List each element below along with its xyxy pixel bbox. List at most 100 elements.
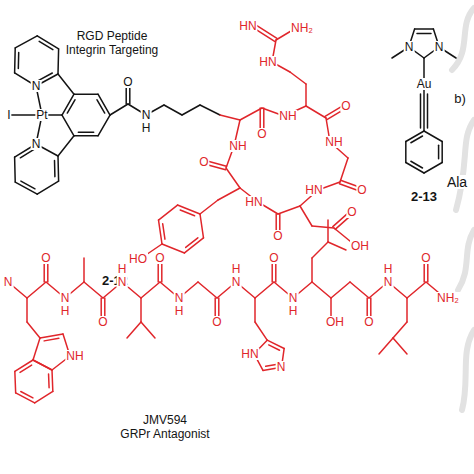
atom-label: NH₂ (436, 292, 460, 304)
atom-label: O (211, 316, 222, 328)
bond (58, 74, 74, 94)
bond (39, 41, 53, 49)
atom-label: O (420, 252, 431, 264)
bond (379, 338, 393, 354)
bond (159, 220, 162, 244)
bond (33, 360, 52, 370)
bond (200, 200, 218, 214)
bond (220, 115, 240, 120)
bond (20, 149, 34, 157)
bond (290, 72, 306, 84)
bond (312, 282, 331, 298)
atom-label: O (356, 184, 367, 196)
bond (21, 181, 35, 189)
bond (411, 136, 423, 143)
bond (427, 94, 429, 128)
bond (305, 84, 307, 106)
atom-label: H (60, 305, 71, 317)
bond (110, 104, 128, 115)
atom-label: O (363, 316, 374, 328)
caption: JMV594 (142, 414, 188, 426)
bond (51, 370, 53, 391)
atom-label: N (174, 292, 185, 304)
bond (393, 322, 407, 338)
atom-label: H (231, 263, 242, 275)
panel-label: b) (453, 92, 467, 105)
bond (18, 52, 20, 68)
atom-label: O (40, 252, 51, 264)
bond (407, 282, 426, 298)
bond (423, 84, 425, 131)
bond (54, 161, 56, 177)
atom-label: H (174, 305, 185, 317)
atom-label: OH (350, 240, 370, 252)
atom-label: NH (228, 140, 247, 152)
bond (127, 322, 141, 338)
atom-label: NH (324, 136, 343, 148)
bond (182, 105, 200, 115)
atom-label: HN (238, 20, 257, 32)
atom-label: N (288, 292, 299, 304)
bond (37, 36, 58, 49)
bond (27, 322, 40, 338)
atom-label: O (122, 76, 133, 88)
atom-label: N (434, 41, 445, 53)
bond (98, 94, 110, 115)
bond (48, 374, 50, 388)
bond (141, 322, 155, 338)
atom-label: HN (244, 196, 263, 208)
bond (14, 371, 16, 392)
bond (269, 345, 280, 350)
bond (83, 258, 85, 282)
atom-label: HN (304, 184, 323, 196)
bond (417, 33, 431, 35)
bond (415, 28, 434, 30)
atom-label: O (198, 156, 209, 168)
bond (411, 161, 423, 168)
bond (74, 135, 98, 137)
bond (164, 105, 182, 115)
ribbon (452, 8, 474, 70)
ribbon (462, 330, 474, 410)
bond (27, 282, 46, 298)
bond (14, 48, 16, 73)
bond (74, 93, 98, 95)
caption: GRPr Antagonist (119, 428, 210, 440)
atom-label: N (141, 109, 152, 121)
bond (62, 115, 74, 136)
bonds (8, 24, 456, 402)
atom-label: O (268, 252, 279, 264)
bond (240, 108, 262, 120)
atom-label: H (141, 122, 152, 134)
bond (14, 157, 16, 182)
bond (26, 298, 28, 322)
compound-number: 2-13 (410, 190, 438, 203)
atom-label: HN (258, 56, 277, 68)
atom-label: N (60, 292, 71, 304)
atom-label: O (346, 206, 357, 218)
bond (328, 242, 346, 250)
bond (21, 392, 33, 398)
bond (255, 322, 267, 340)
bond (311, 258, 313, 282)
bond (405, 142, 407, 163)
bond (37, 181, 58, 194)
atom-label: NH (278, 110, 297, 122)
bond (306, 106, 326, 118)
bond (255, 282, 274, 298)
bond (200, 105, 220, 115)
bond (300, 206, 312, 226)
bond (278, 206, 300, 214)
bond (67, 100, 75, 113)
bond (15, 36, 37, 48)
bond (57, 156, 59, 181)
bond (218, 188, 240, 200)
caption: Integrin Targeting (65, 44, 160, 56)
bond (420, 94, 422, 128)
bond (200, 214, 203, 238)
bond (340, 158, 348, 182)
atom-label: O (272, 230, 283, 242)
bond (226, 168, 240, 188)
